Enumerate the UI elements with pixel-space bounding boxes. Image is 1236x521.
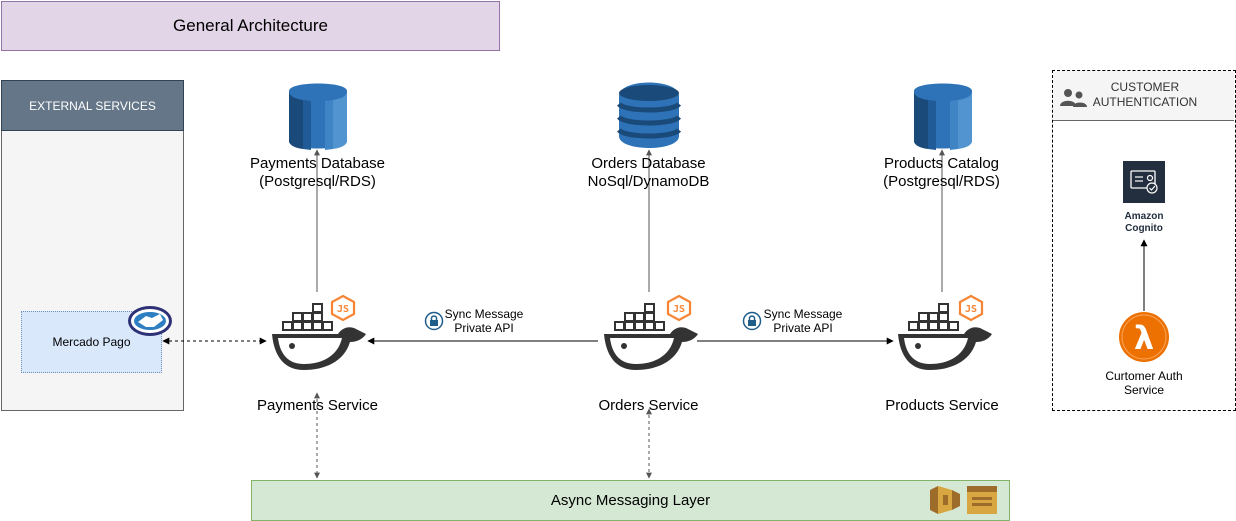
sqs-icon xyxy=(930,486,960,514)
dynamodb-icon xyxy=(617,82,681,148)
orders-service-label: Orders Service xyxy=(598,397,699,414)
users-icon xyxy=(1060,89,1087,107)
customer-auth-header xyxy=(1053,71,1234,121)
products-service-label: Products Service xyxy=(885,397,999,414)
nodejs-icon xyxy=(666,294,692,322)
mercado-pago-box[interactable]: Mercado Pago xyxy=(21,311,162,373)
payments-service-label: Payments Service xyxy=(257,397,378,414)
payments-database-label: Payments Database (Postgresql/RDS) xyxy=(249,155,386,190)
orders-database-label: Orders Database NoSql/DynamoDB xyxy=(587,155,710,190)
svg-text:λ: λ xyxy=(1134,319,1154,357)
async-messaging-layer[interactable]: Async Messaging Layer xyxy=(251,480,1010,521)
customer-auth-title: CUSTOMER AUTHENTICATION xyxy=(1092,80,1198,109)
diagram-title: General Architecture xyxy=(1,1,500,51)
async-messaging-label: Async Messaging Layer xyxy=(550,492,711,509)
auth-service-label: Curtomer Auth Service xyxy=(1105,369,1183,397)
nodejs-icon xyxy=(330,294,356,322)
lock-icon xyxy=(742,311,762,331)
docker-whale-icon xyxy=(897,303,993,371)
handshake-icon xyxy=(128,306,172,336)
lambda-icon: λ xyxy=(1119,312,1169,362)
rds-database-icon xyxy=(289,83,347,150)
sns-icon xyxy=(967,486,997,514)
products-catalog-label: Products Catalog (Postgresql/RDS) xyxy=(883,155,1000,190)
sync-label-products: Sync Message Private API xyxy=(763,307,843,335)
cognito-label: Amazon Cognito xyxy=(1124,211,1164,234)
nodejs-icon xyxy=(958,294,984,322)
cognito-icon xyxy=(1123,161,1165,203)
mercado-pago-label: Mercado Pago xyxy=(52,335,131,349)
external-services-header: EXTERNAL SERVICES xyxy=(1,80,184,131)
rds-database-icon xyxy=(914,83,972,150)
sync-label-payments: Sync Message Private API xyxy=(444,307,524,335)
